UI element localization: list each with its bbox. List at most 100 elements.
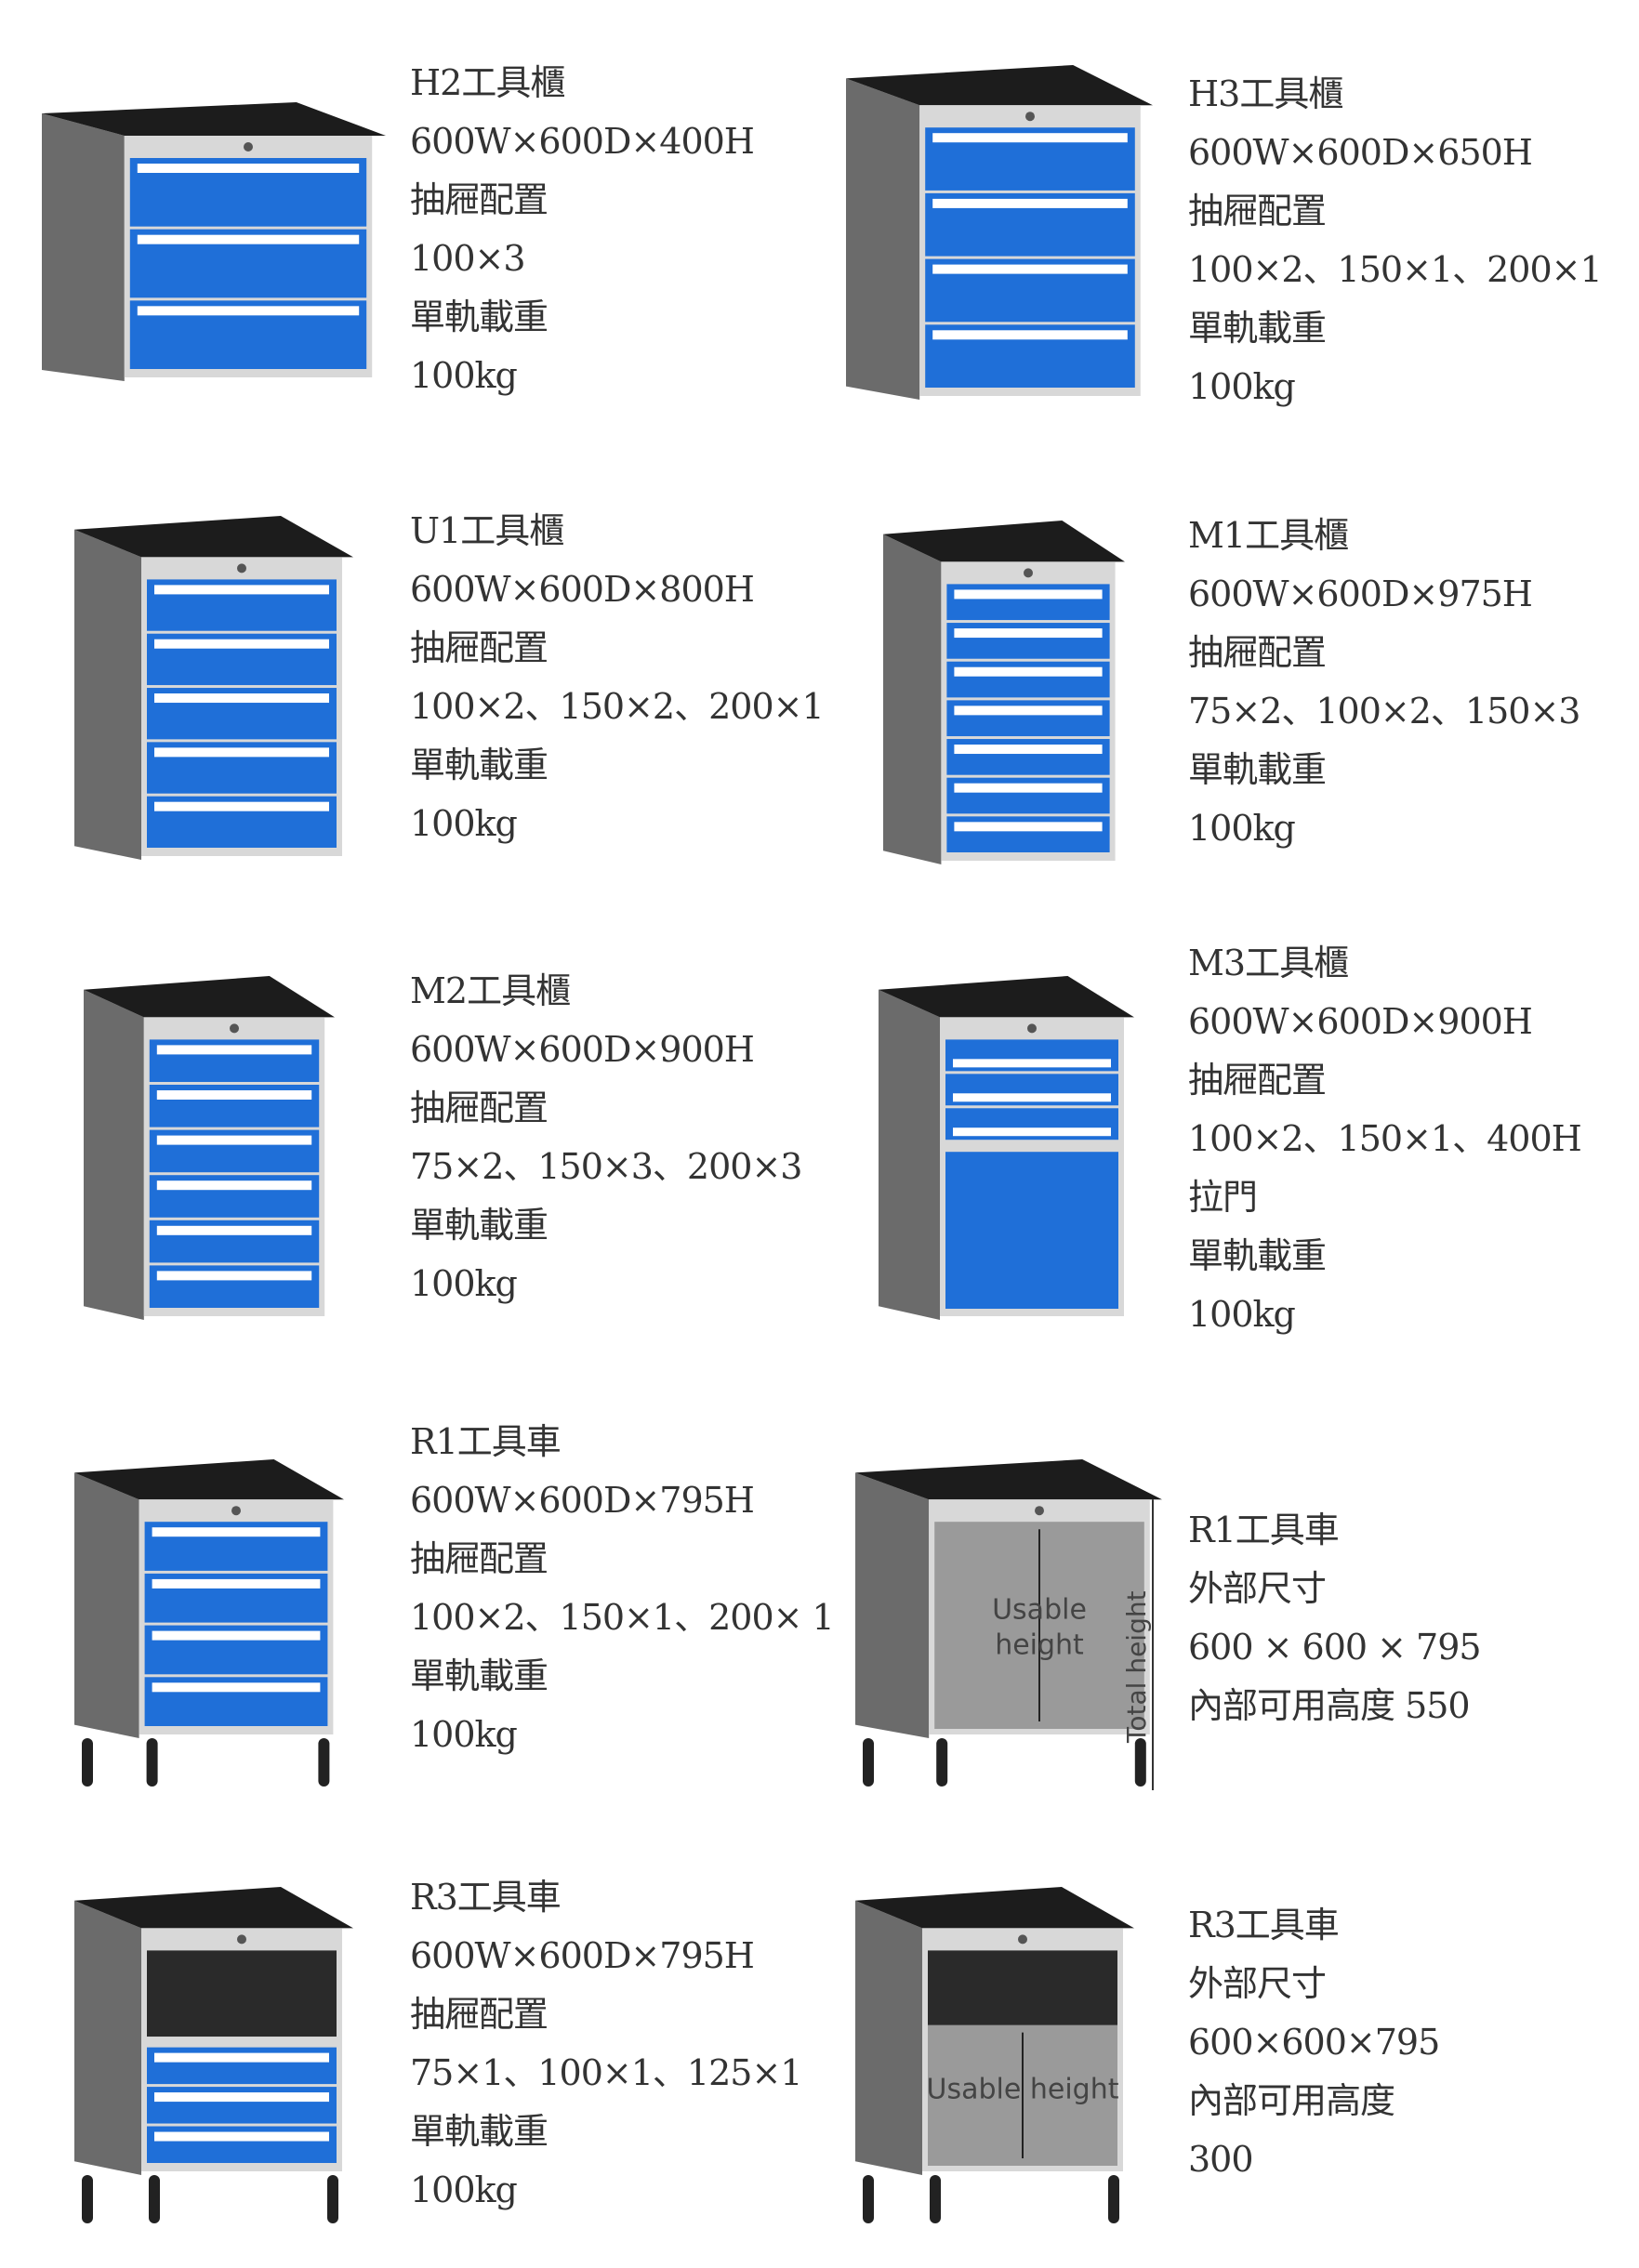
open-shelf [928, 1950, 1117, 2037]
spec-line: 100kg [1188, 808, 1296, 849]
spec-line: 單軌載重 [410, 745, 549, 785]
product-title: M2工具櫃 [410, 970, 571, 1011]
cabinet-illustration [846, 65, 1153, 400]
spec-line: 抽屜配置 [410, 1538, 549, 1579]
caster-wheel [1108, 2175, 1119, 2223]
drawer-handle [953, 1093, 1111, 1102]
drawer-handle [154, 639, 329, 649]
drawer [147, 2087, 337, 2124]
spec-line: 抽屜配置 [1188, 632, 1327, 673]
product-image [883, 521, 1125, 864]
drawer-handle [932, 330, 1128, 340]
drawer [946, 816, 1110, 852]
drawer [147, 2126, 337, 2163]
drawer [946, 623, 1110, 659]
product-title: M1工具櫃 [1188, 515, 1349, 556]
spec-line: 單軌載重 [410, 2111, 549, 2152]
drawer-handle [154, 2092, 329, 2103]
spec-line: 100×2、150×2、200×1 [410, 686, 825, 727]
spec-line: 75×1、100×1、125×1 [410, 2052, 802, 2093]
product-title: U1工具櫃 [410, 510, 564, 551]
drawer-handle [154, 747, 329, 758]
caster-wheel [82, 2175, 93, 2223]
drawer-handle [953, 1127, 1111, 1137]
spec-line: 300 [1188, 2139, 1254, 2180]
lock-icon [1027, 1023, 1037, 1034]
cabinet-side [74, 1472, 139, 1738]
drawer-handle [954, 783, 1103, 793]
cabinet-illustration [84, 976, 335, 1320]
drawer-handle [154, 801, 329, 811]
spec-line: 100×2、150×1、400H [1188, 1118, 1582, 1159]
drawer-handle [152, 1527, 321, 1537]
spec-line: 100kg [1188, 366, 1296, 407]
caster-wheel [149, 2175, 160, 2223]
spec-line: 抽屜配置 [410, 627, 549, 668]
cabinet-top [846, 65, 1153, 106]
spec-line: 抽屜配置 [1188, 1060, 1327, 1101]
cabinet-illustration: Usable height [855, 1887, 1134, 2223]
drawer-handle [932, 198, 1128, 208]
usable-height-label: Usable [992, 1594, 1087, 1627]
cabinet-top [855, 1459, 1162, 1500]
spec-line: 100×3 [410, 238, 526, 279]
lock-icon [231, 1506, 241, 1516]
lock-icon [237, 1934, 246, 1945]
spec-line: 100kg [410, 1714, 518, 1755]
drawer [946, 584, 1110, 621]
caster-wheel [863, 1738, 874, 1787]
product-title: M3工具櫃 [1188, 943, 1349, 983]
cabinet-side [855, 1900, 922, 2175]
spec-line: 600W×600D×900H [1188, 1001, 1533, 1042]
cabinet-side [74, 529, 141, 860]
cabinet-side [74, 1900, 141, 2175]
cabinet-side [846, 78, 920, 400]
caster-wheel [936, 1738, 948, 1787]
drawer-handle [154, 2131, 329, 2142]
drawer-handle [137, 234, 360, 244]
spec-line: 600W×600D×795H [410, 1935, 755, 1976]
product-image [879, 976, 1134, 1320]
cabinet-top [879, 976, 1134, 1018]
product-title: R1工具車 [1188, 1510, 1340, 1550]
cabinet-illustration [42, 102, 386, 381]
product-image [74, 516, 353, 860]
drawer-handle [953, 1059, 1111, 1068]
lock-icon [1018, 1934, 1027, 1945]
lock-icon [244, 142, 253, 152]
drawer-handle [932, 264, 1128, 274]
drawer [946, 777, 1110, 814]
caster-wheel [863, 2175, 874, 2223]
drawer [946, 739, 1110, 775]
lock-icon [1024, 568, 1033, 578]
drawer-handle [954, 822, 1103, 832]
drawer-handle [954, 705, 1103, 716]
product-image [42, 102, 386, 381]
drawer-handle [137, 164, 360, 173]
drawer-handle [156, 1135, 312, 1145]
spec-line: 單軌載重 [1188, 308, 1327, 349]
caster-wheel [146, 1738, 158, 1787]
spec-line: 抽屜配置 [1188, 191, 1327, 231]
spec-line: 600W×600D×400H [410, 121, 755, 162]
spec-line: 外部尺寸 [1188, 1568, 1327, 1609]
product-title: R3工具車 [410, 1877, 562, 1918]
cabinet-side [879, 989, 940, 1320]
spec-line: 100kg [1188, 1294, 1296, 1335]
door-panel [945, 1152, 1118, 1309]
cabinet-side [883, 534, 942, 864]
drawer [946, 661, 1110, 698]
spec-line: 600×600×795 [1188, 2022, 1440, 2063]
spec-line: 抽屜配置 [410, 179, 549, 220]
spec-line: 600W×600D×800H [410, 569, 755, 610]
open-shelf [147, 1950, 337, 2037]
spec-line: 600W×600D×795H [410, 1480, 755, 1521]
drawer-handle [954, 628, 1103, 639]
